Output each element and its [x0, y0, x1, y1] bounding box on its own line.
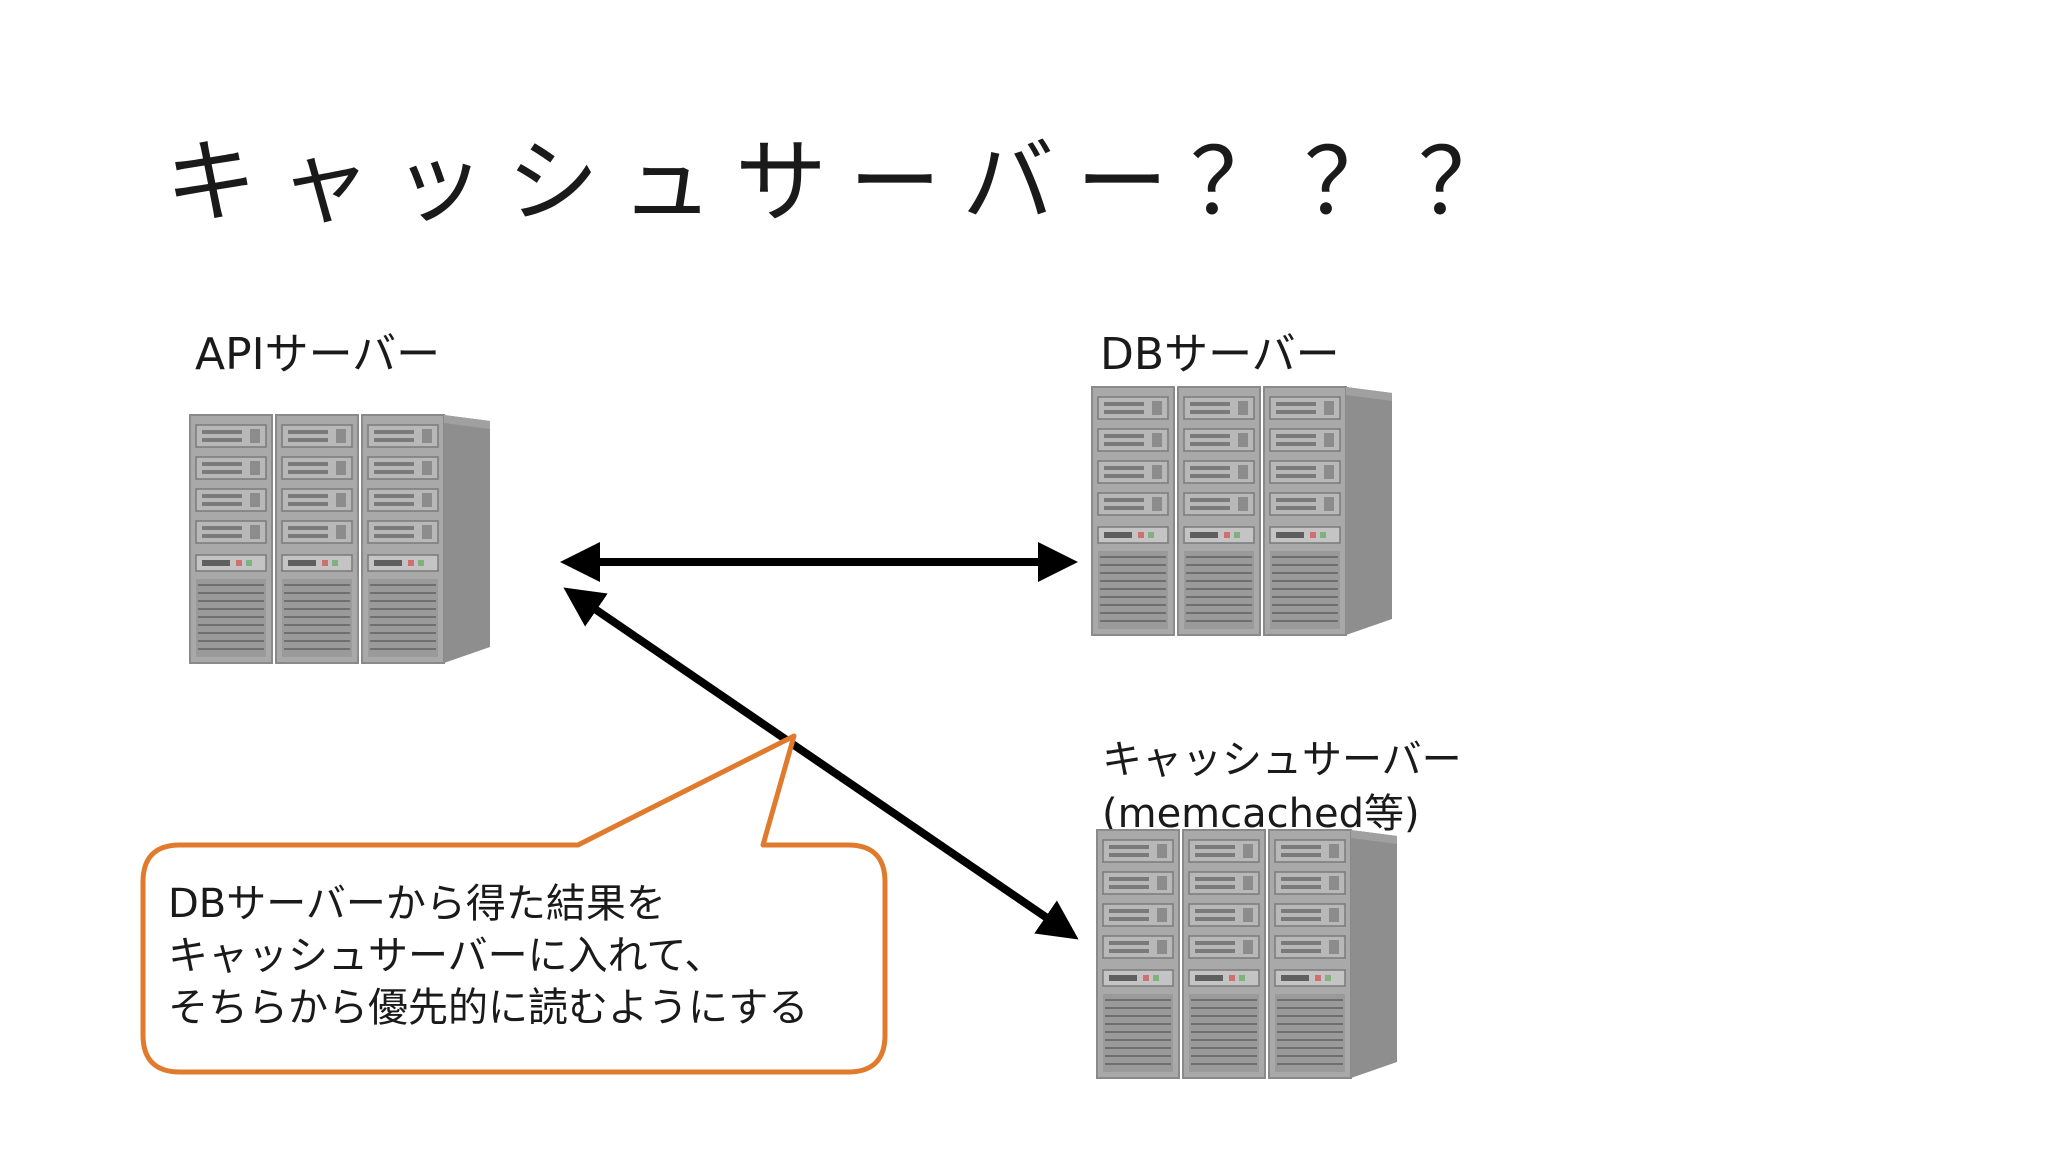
callout-line-2: キャッシュサーバーに入れて、 — [168, 933, 725, 979]
callout-line-1: DBサーバーから得た結果を — [168, 881, 666, 927]
api-server-icon — [190, 415, 490, 663]
callout-line-3: そちらから優先的に読むようにする — [168, 985, 809, 1031]
api-cache-arrow — [563, 587, 1079, 940]
db-server-icon — [1092, 387, 1392, 635]
db-server-label: DBサーバー — [1100, 329, 1340, 380]
callout-bubble — [140, 733, 888, 1075]
cache-server-icon — [1097, 830, 1397, 1078]
callout-text: DBサーバーから得た結果を キャッシュサーバーに入れて、 そちらから優先的に読む… — [168, 878, 808, 1034]
api-server-label: APIサーバー — [195, 329, 441, 380]
cache-server-label-line1: キャッシュサーバー — [1102, 737, 1462, 783]
slide-title: キャッシュサーバー？？？ — [165, 129, 1533, 236]
cache-server-label-line2: (memcached等) — [1102, 791, 1420, 837]
cache-server-label: キャッシュサーバー (memcached等) — [1102, 733, 1462, 841]
